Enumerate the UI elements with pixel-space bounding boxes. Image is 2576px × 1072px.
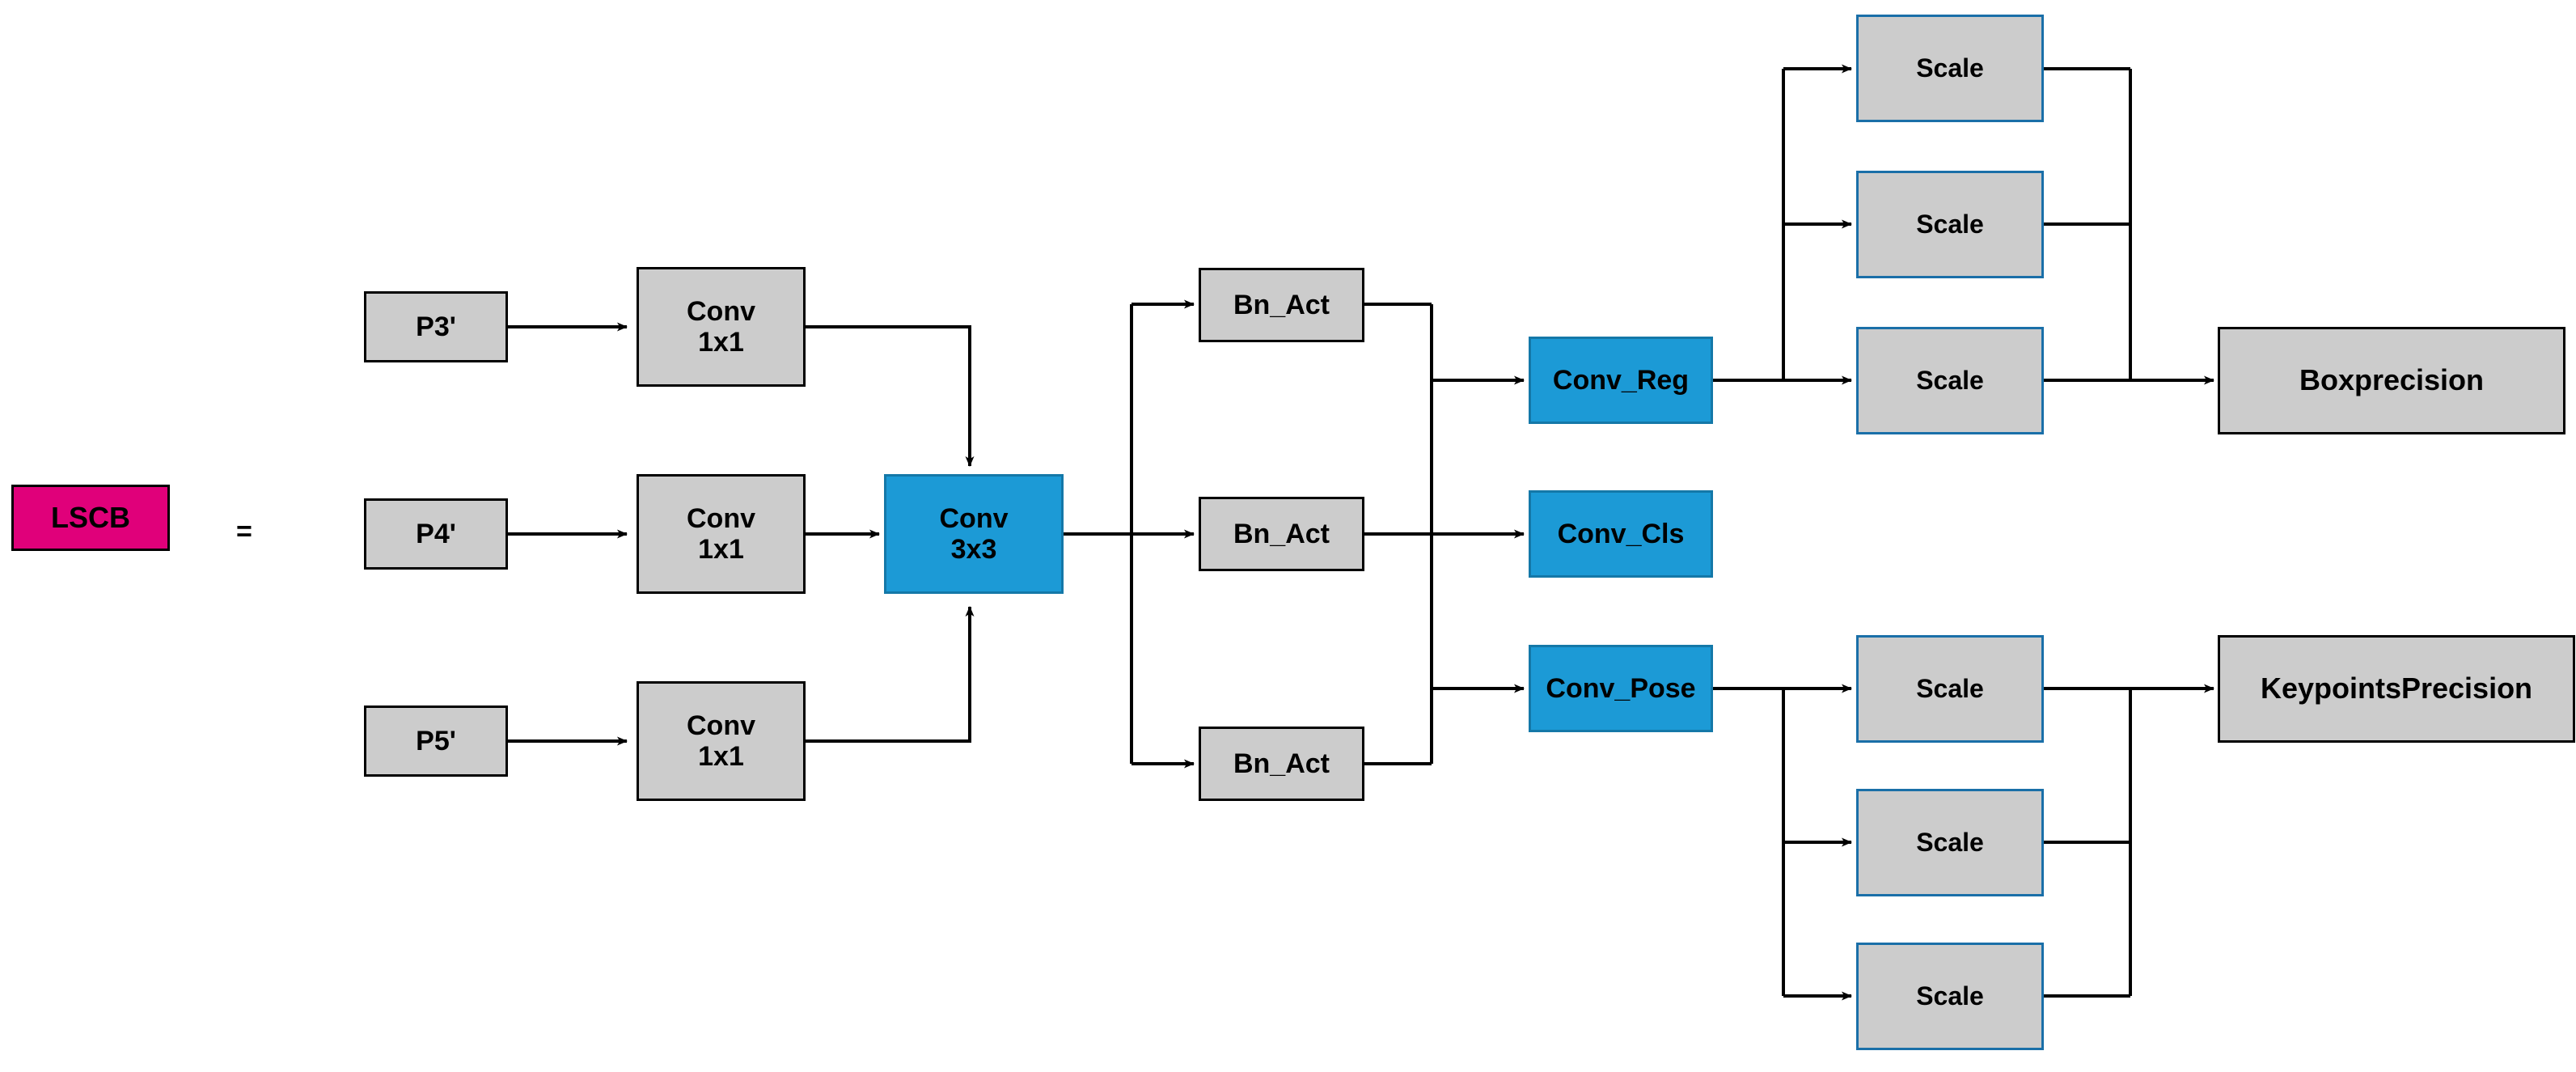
bn-act-mid[interactable]: Bn_Act: [1199, 497, 1364, 571]
legend-lscb-badge[interactable]: LSCB: [11, 485, 170, 551]
scale-kp-1[interactable]: Scale: [1856, 635, 2044, 743]
conv1x1-mid[interactable]: Conv 1x1: [637, 474, 806, 594]
output-keypoints-precision[interactable]: KeypointsPrecision: [2218, 635, 2575, 743]
scale-kp-3[interactable]: Scale: [1856, 943, 2044, 1050]
conv-cls[interactable]: Conv_Cls: [1529, 490, 1713, 578]
scale-box-2[interactable]: Scale: [1856, 171, 2044, 278]
scale-kp-2[interactable]: Scale: [1856, 789, 2044, 896]
bn-act-bot[interactable]: Bn_Act: [1199, 727, 1364, 801]
conv1x1-bot[interactable]: Conv 1x1: [637, 681, 806, 801]
conv-pose[interactable]: Conv_Pose: [1529, 645, 1713, 732]
output-box-precision[interactable]: Boxprecision: [2218, 327, 2565, 434]
input-node-p5[interactable]: P5': [364, 705, 508, 777]
legend-equals-sign: =: [236, 516, 252, 547]
conv-reg[interactable]: Conv_Reg: [1529, 337, 1713, 424]
bn-act-top[interactable]: Bn_Act: [1199, 268, 1364, 342]
scale-box-3[interactable]: Scale: [1856, 327, 2044, 434]
input-node-p3[interactable]: P3': [364, 291, 508, 362]
conv3x3[interactable]: Conv 3x3: [884, 474, 1064, 594]
input-node-p4[interactable]: P4': [364, 498, 508, 570]
scale-box-1[interactable]: Scale: [1856, 15, 2044, 122]
conv1x1-top[interactable]: Conv 1x1: [637, 267, 806, 387]
